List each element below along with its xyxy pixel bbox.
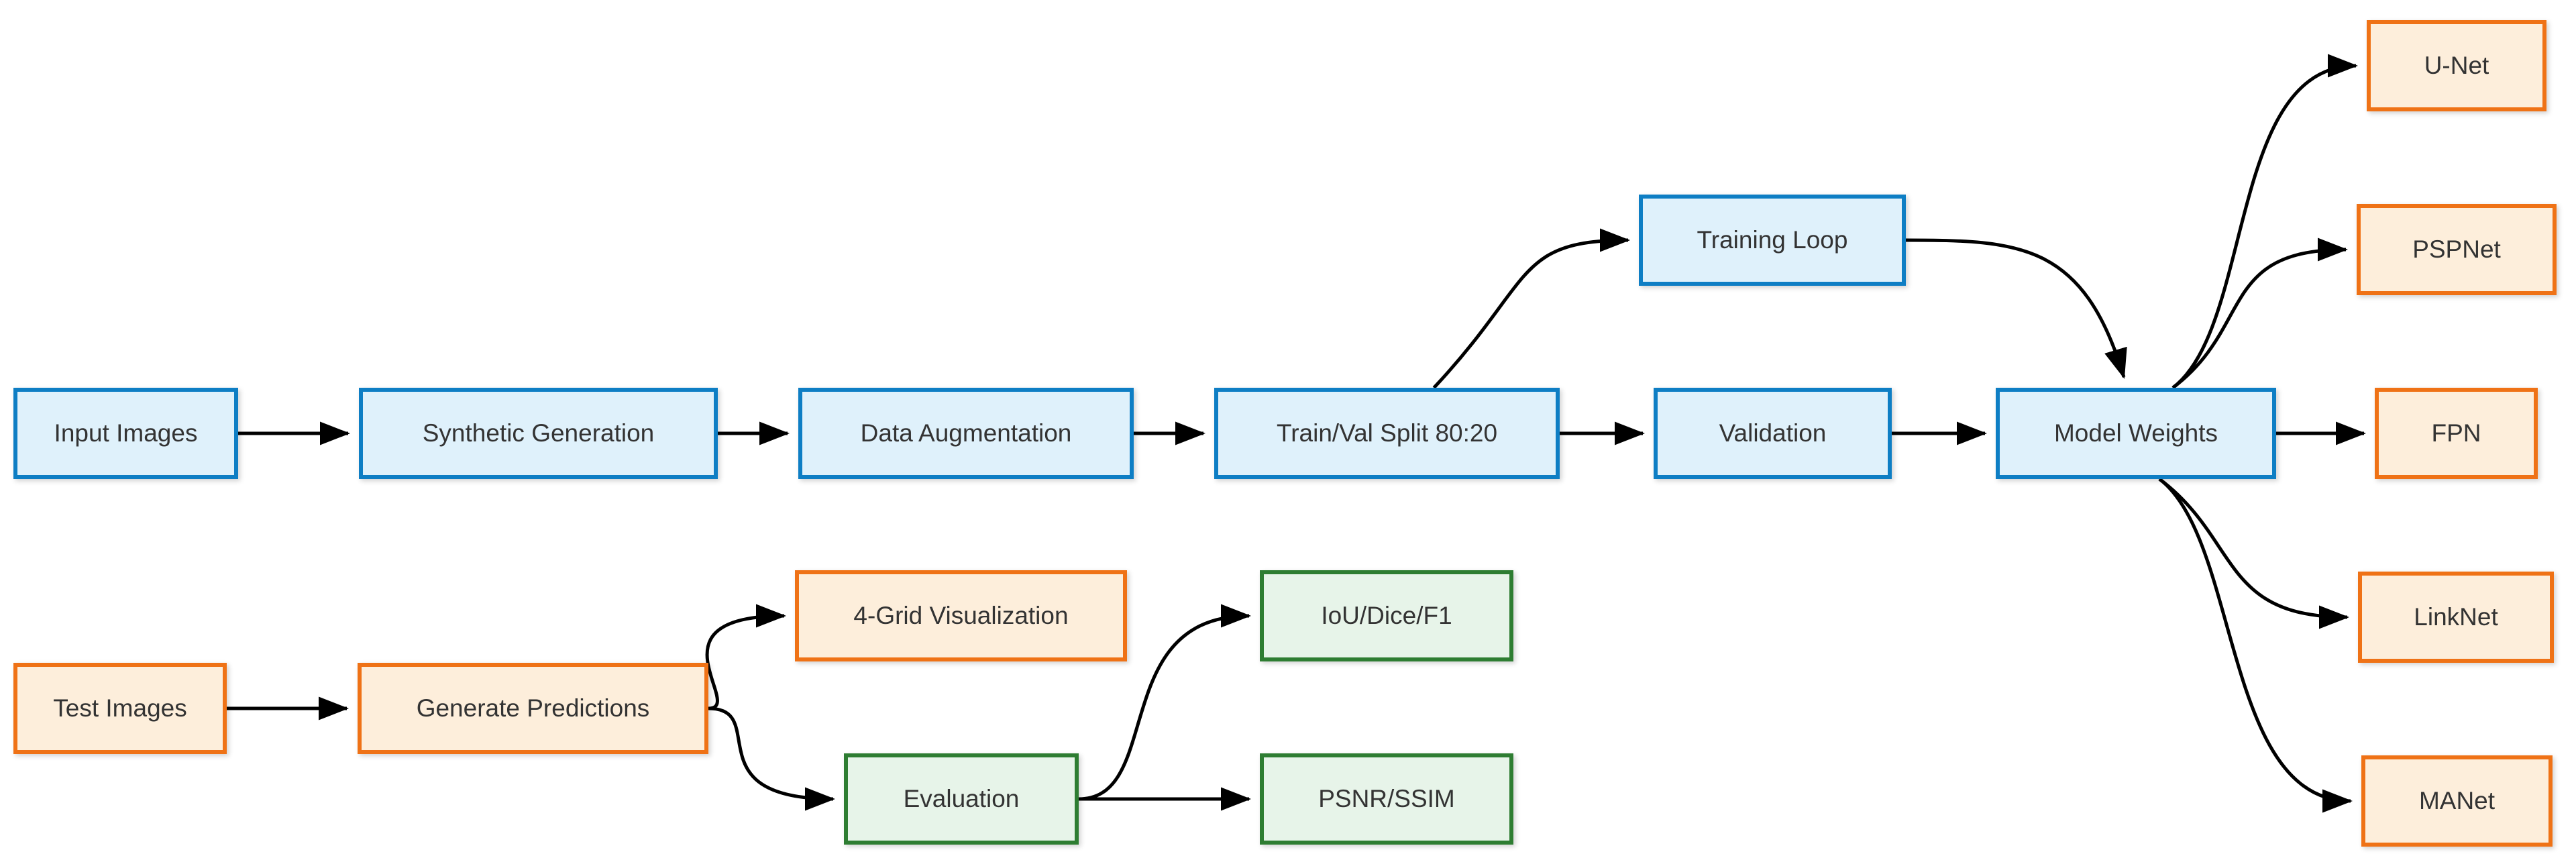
edge-model_weights-to-linknet: [2158, 478, 2350, 629]
node-label-train_val_split: Train/Val Split 80:20: [1276, 419, 1498, 447]
node-label-data_augmentation: Data Augmentation: [860, 419, 1072, 447]
node-label-input_images: Input Images: [54, 419, 198, 447]
node-synthetic_generation[interactable]: Synthetic Generation: [359, 388, 718, 479]
node-test_images[interactable]: Test Images: [13, 663, 227, 754]
edge-training_loop-to-model_weights: [1905, 238, 2127, 379]
node-label-generate_predictions: Generate Predictions: [416, 694, 650, 722]
node-label-training_loop: Training Loop: [1697, 225, 1848, 254]
node-psnr_ssim[interactable]: PSNR/SSIM: [1260, 753, 1513, 845]
edge-model_weights-to-pspnet: [2171, 237, 2349, 389]
node-label-pspnet: PSPNet: [2412, 235, 2501, 263]
node-validation[interactable]: Validation: [1654, 388, 1892, 479]
node-fpn[interactable]: FPN: [2375, 388, 2538, 479]
node-label-iou_dice_f1: IoU/Dice/F1: [1321, 601, 1452, 629]
node-label-synthetic_generation: Synthetic Generation: [422, 419, 655, 447]
node-training_loop[interactable]: Training Loop: [1639, 195, 1906, 286]
node-unet[interactable]: U-Net: [2367, 20, 2546, 111]
node-label-grid_visualization: 4-Grid Visualization: [853, 601, 1069, 629]
node-label-psnr_ssim: PSNR/SSIM: [1318, 784, 1455, 812]
node-grid_visualization[interactable]: 4-Grid Visualization: [795, 570, 1127, 661]
node-manet[interactable]: MANet: [2361, 755, 2553, 847]
edge-model_weights-to-unet: [2171, 54, 2358, 389]
node-pspnet[interactable]: PSPNet: [2357, 204, 2557, 295]
node-label-test_images: Test Images: [53, 694, 187, 722]
node-label-manet: MANet: [2418, 786, 2496, 814]
node-label-unet: U-Net: [2424, 51, 2489, 79]
node-model_weights[interactable]: Model Weights: [1996, 388, 2276, 479]
node-train_val_split[interactable]: Train/Val Split 80:20: [1214, 388, 1560, 479]
node-evaluation[interactable]: Evaluation: [844, 753, 1079, 845]
node-generate_predictions[interactable]: Generate Predictions: [358, 663, 708, 754]
node-data_augmentation[interactable]: Data Augmentation: [798, 388, 1134, 479]
node-input_images[interactable]: Input Images: [13, 388, 238, 479]
node-linknet[interactable]: LinkNet: [2358, 572, 2554, 663]
edge-model_weights-to-manet: [2158, 478, 2353, 813]
edge-generate_predictions-to-grid_visualization: [705, 604, 787, 710]
node-iou_dice_f1[interactable]: IoU/Dice/F1: [1260, 570, 1513, 661]
node-label-validation: Validation: [1719, 419, 1827, 447]
node-label-model_weights: Model Weights: [2053, 419, 2218, 447]
node-label-evaluation: Evaluation: [903, 784, 1020, 812]
node-label-linknet: LinkNet: [2414, 602, 2498, 631]
edge-generate_predictions-to-evaluation: [708, 706, 836, 811]
edge-train_val_split-to-training_loop: [1432, 228, 1631, 389]
node-label-fpn: FPN: [2431, 419, 2481, 447]
